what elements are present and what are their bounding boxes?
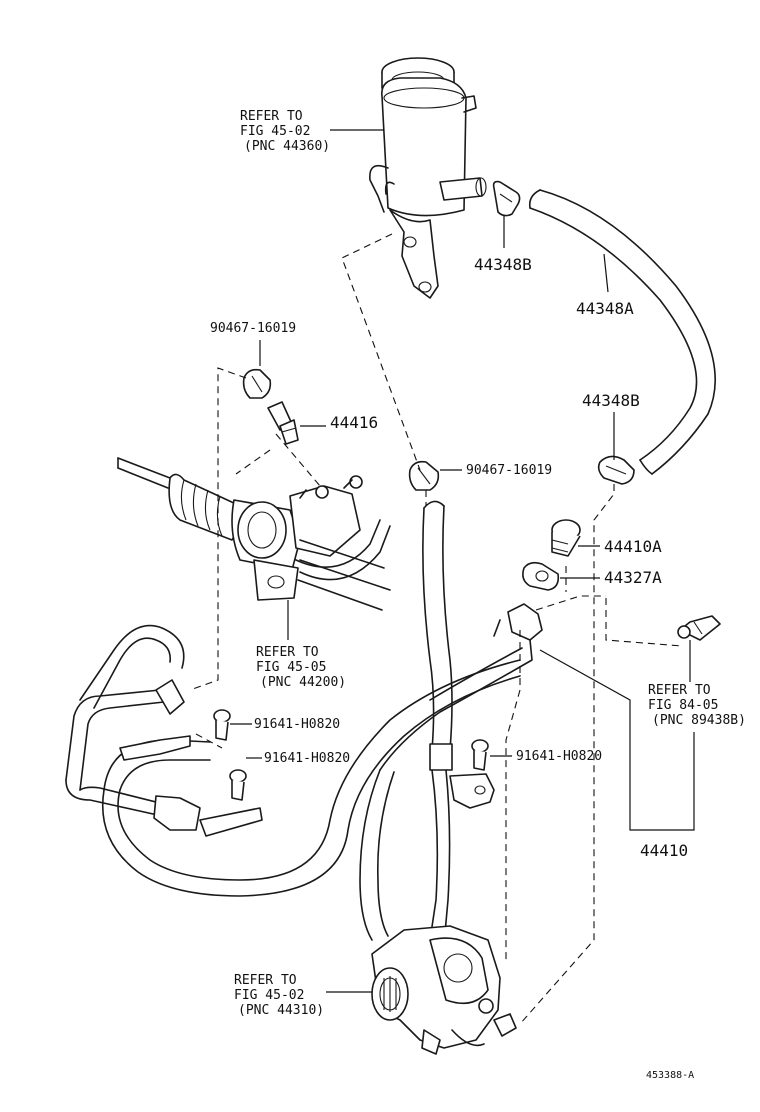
alignment-lines (189, 233, 683, 1025)
clip-middle (408, 460, 440, 491)
gear-ref-line2: FIG 45-05 (256, 660, 326, 675)
pump-ref-line2: FIG 45-02 (234, 988, 304, 1003)
clip-upper (242, 368, 272, 399)
hose-bracket (449, 773, 495, 809)
steering-gear (117, 457, 391, 611)
gear-ref-line3: (PNC 44200) (260, 675, 346, 690)
label-clip-middle: 90467-16019 (466, 463, 552, 478)
union-fitting (267, 401, 299, 445)
pressure-tube-leader (539, 649, 695, 831)
bolt-3 (471, 739, 489, 771)
label-return-hose: 44348A (576, 299, 634, 318)
label-bolt-2: 91641-H0820 (264, 751, 350, 766)
diagram-code: 453388-A (646, 1070, 694, 1081)
sensor-ref-line1: REFER TO (648, 683, 711, 698)
union-bolt (551, 519, 581, 557)
label-bolt-1: 91641-H0820 (254, 717, 340, 732)
reservoir-ref-line1: REFER TO (240, 109, 303, 124)
pressure-sensor (677, 615, 721, 641)
suction-hose (422, 500, 453, 771)
return-hose (528, 189, 716, 475)
pump-ref-line3: (PNC 44310) (238, 1003, 324, 1018)
label-union-fitting: 44416 (330, 413, 378, 432)
bolt-2 (229, 769, 247, 801)
gear-ref-line1: REFER TO (256, 645, 319, 660)
label-bolt-3: 91641-H0820 (516, 749, 602, 764)
label-clamp-lower: 44348B (582, 391, 640, 410)
label-clip-upper: 90467-16019 (210, 321, 296, 336)
reservoir-ref-line2: FIG 45-02 (240, 124, 310, 139)
label-union-bolt: 44410A (604, 537, 662, 556)
bolt-1 (213, 709, 231, 741)
sensor-ref-line2: FIG 84-05 (648, 698, 718, 713)
pressure-tube-assembly (65, 603, 543, 945)
clamp-lower (597, 455, 635, 485)
power-steering-pump (371, 925, 517, 1055)
label-clamp-upper: 44348B (474, 255, 532, 274)
gasket (522, 561, 560, 591)
label-gasket: 44327A (604, 568, 662, 587)
clamp-upper (492, 180, 521, 217)
reservoir-tank (369, 57, 487, 299)
label-pressure-tube: 44410 (640, 841, 688, 860)
sensor-ref-line3: (PNC 89438B) (652, 713, 746, 728)
reservoir-ref-line3: (PNC 44360) (244, 139, 330, 154)
pump-ref-line1: REFER TO (234, 973, 297, 988)
